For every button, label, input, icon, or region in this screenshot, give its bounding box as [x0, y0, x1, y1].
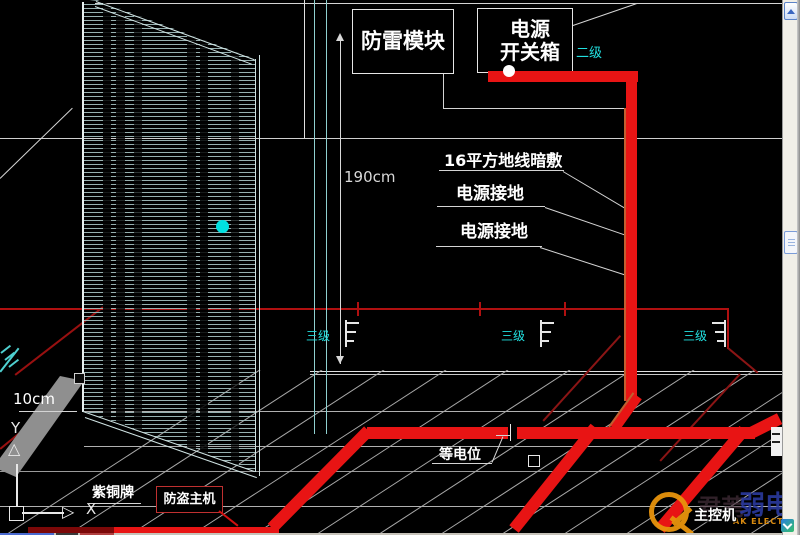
power-ground-underline-2: [436, 246, 542, 247]
leader-line: [544, 207, 633, 238]
ucs-x-label: X: [86, 500, 97, 518]
socket-symbol: [345, 320, 359, 347]
watermark-brand-en: AK ELECTRIC: [733, 517, 800, 526]
earth-wire-tick: [564, 302, 566, 316]
power-ground-underline-1: [437, 206, 545, 207]
wall-corner-diagonal: [572, 2, 638, 26]
power-switch-box: 电源 开关箱: [477, 8, 573, 73]
conduit-top-horizontal: [488, 71, 638, 82]
earth-wire-tick: [479, 302, 481, 316]
dimension-arrow-up: [336, 33, 344, 41]
power-switch-label-line2: 开关箱: [500, 40, 560, 64]
watermark-logo: [645, 489, 699, 535]
conduit-guide-cyan: [314, 0, 315, 434]
earth-wire-tick: [357, 302, 359, 316]
level2-label: 二级: [576, 46, 603, 61]
copper-plate-underline: [89, 503, 141, 504]
ground-symbol-bar: [0, 344, 12, 354]
conduit-floor-bar-left: [367, 427, 508, 439]
leader-line: [562, 171, 633, 213]
ucs-y-axis: [16, 464, 18, 507]
conduit-guide-white: [304, 0, 305, 138]
security-host-label: 防盗主机: [163, 492, 216, 507]
connection-node-dot: [503, 65, 515, 77]
panel-right-edge-outer: [259, 55, 260, 476]
ucs-x-arrow-icon: ▷: [62, 502, 75, 521]
wall-line: [0, 138, 783, 139]
grip-point: [74, 373, 85, 384]
ucs-y-label: Y: [11, 419, 21, 437]
earth-wire-drop: [727, 308, 729, 349]
leader-tick: [496, 435, 510, 436]
ucs-y-arrow-icon: △: [8, 439, 21, 458]
ceiling-line: [95, 3, 782, 4]
level3-label: 三级: [683, 329, 708, 343]
ucs-x-axis: [22, 512, 64, 514]
ledge-horizontal: [443, 108, 630, 109]
dimension-label-10cm: 10cm: [13, 390, 55, 408]
dimension-line: [340, 40, 341, 364]
equipotential-label: 等电位: [439, 447, 481, 463]
equipotential-underline: [432, 463, 492, 464]
panel-right-edge: [255, 59, 256, 472]
level3-label: 三级: [306, 329, 331, 343]
floor-grid: [0, 370, 783, 535]
vertical-scrollbar[interactable]: [782, 0, 798, 535]
socket-symbol-mirrored: [712, 320, 726, 347]
socket-symbol: [540, 320, 554, 347]
security-host-box: 防盗主机: [156, 486, 223, 513]
conduit-bottom-dim: [28, 527, 116, 533]
earth-wire-horizontal: [0, 308, 729, 310]
terminal-box-cut: [771, 427, 784, 456]
site-badge-icon: [781, 519, 794, 532]
main-controller-label: 主控机: [694, 508, 736, 524]
panel-left-edge: [82, 2, 84, 412]
dimension-label-190cm: 190cm: [344, 168, 396, 186]
watermark-prefix: 君苇: [697, 494, 745, 522]
floor-junction-square: [528, 455, 540, 467]
power-ground-label-1: 电源接地: [456, 184, 524, 204]
lightning-module-box: 防雷模块: [352, 9, 454, 74]
ucs-origin-square: [9, 506, 24, 521]
window-edge: [797, 0, 800, 535]
conduit-orange-edge: [624, 108, 626, 401]
bottom-edge-strip: [0, 533, 800, 535]
ground-wire-underline: [439, 170, 564, 171]
lightning-module-label: 防雷模块: [361, 29, 445, 53]
conduit-floor-bar-right: [517, 427, 755, 439]
level3-label: 三级: [501, 329, 526, 343]
wall-diagonal: [0, 107, 73, 179]
ground-wire-label: 16平方地线暗敷: [444, 151, 563, 170]
scroll-up-button[interactable]: [784, 2, 798, 20]
leader-line: [539, 247, 634, 279]
conduit-guide-cyan: [326, 0, 327, 434]
copper-plate-label: 紫铜牌: [92, 485, 134, 501]
hatched-wall-panel: [82, 0, 255, 472]
cyan-node-dot: [216, 220, 229, 233]
scrollbar-thumb[interactable]: [784, 231, 798, 254]
conduit-gap-line: [510, 424, 511, 441]
power-ground-label-2: 电源接地: [460, 222, 528, 242]
thumb-grip-icon: [787, 239, 795, 246]
10cm-underline: [19, 411, 77, 412]
ledge-vertical: [443, 73, 444, 108]
chevron-up-icon: [787, 8, 795, 14]
dimension-arrow-down: [336, 356, 344, 364]
power-switch-label-line1: 电源: [510, 17, 550, 41]
conduit-bottom-bar: [114, 527, 279, 534]
conduit-vertical: [626, 71, 637, 401]
